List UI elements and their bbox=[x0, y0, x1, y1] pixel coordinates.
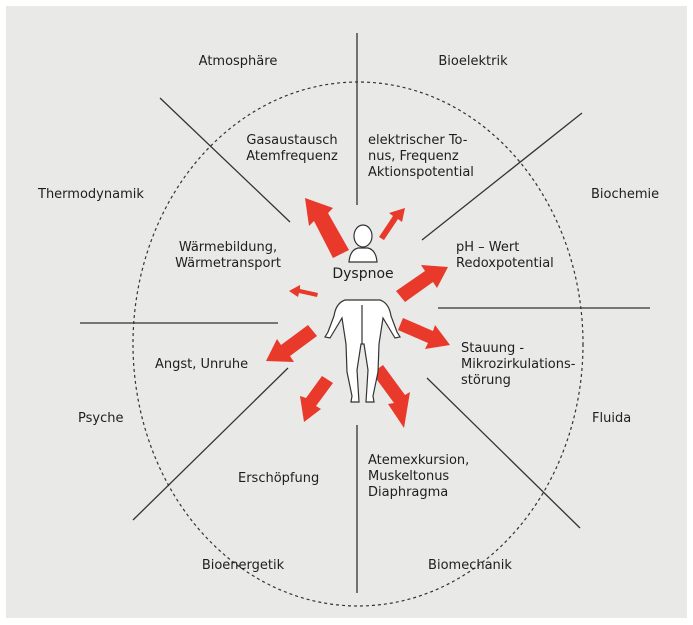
shoulders bbox=[348, 247, 378, 263]
label-angst: Angst, Unruhe bbox=[155, 357, 249, 372]
arrow-up-left bbox=[305, 198, 349, 258]
label-waerme: Wärmebildung, Wärmetransport bbox=[175, 240, 281, 271]
arrow-down-right bbox=[398, 318, 450, 349]
sector-lines bbox=[80, 33, 650, 593]
body-figure bbox=[324, 299, 401, 403]
label-atemexkursion: Atemexkursion, Muskeltonus Diaphragma bbox=[368, 453, 470, 500]
head bbox=[353, 224, 373, 248]
label-stauung: Stauung - Mikrozirkulations- störung bbox=[461, 341, 576, 388]
head-figure bbox=[348, 224, 378, 263]
label-dyspnoe: Dyspnoe bbox=[332, 266, 394, 282]
label-biomechanik: Biomechanik bbox=[428, 558, 512, 573]
label-thermodynamik: Thermodynamik bbox=[38, 187, 144, 202]
torso bbox=[324, 299, 401, 403]
arrow-right bbox=[396, 265, 448, 302]
arrow-down-right-lower bbox=[372, 365, 410, 428]
divider-bottom-right bbox=[426, 377, 581, 529]
label-psyche: Psyche bbox=[78, 411, 124, 426]
arrow-up-right bbox=[379, 208, 405, 240]
arrow-down-left-lower bbox=[300, 376, 333, 422]
arrows bbox=[266, 198, 450, 428]
divider-bottom-left bbox=[132, 367, 289, 521]
dashed-circle bbox=[132, 81, 584, 607]
arrow-left-small bbox=[289, 285, 318, 297]
label-erschoepfung: Erschöpfung bbox=[238, 471, 320, 486]
label-elektrisch: elektrischer To- nus, Frequenz Aktionspo… bbox=[368, 133, 474, 180]
divider-top-right bbox=[421, 112, 583, 241]
label-gasaustausch: Gasaustausch Atemfrequenz bbox=[246, 133, 338, 164]
label-biochemie: Biochemie bbox=[591, 187, 660, 202]
arrow-down-left bbox=[266, 325, 317, 362]
label-ph: pH – Wert Redoxpotential bbox=[456, 240, 554, 271]
label-bioelektrik: Bioelektrik bbox=[438, 54, 508, 69]
label-bioenergetik: Bioenergetik bbox=[201, 558, 285, 573]
label-atmosphaere: Atmosphäre bbox=[198, 54, 278, 69]
divider-top-left bbox=[159, 97, 291, 223]
label-fluida: Fluida bbox=[592, 411, 632, 426]
